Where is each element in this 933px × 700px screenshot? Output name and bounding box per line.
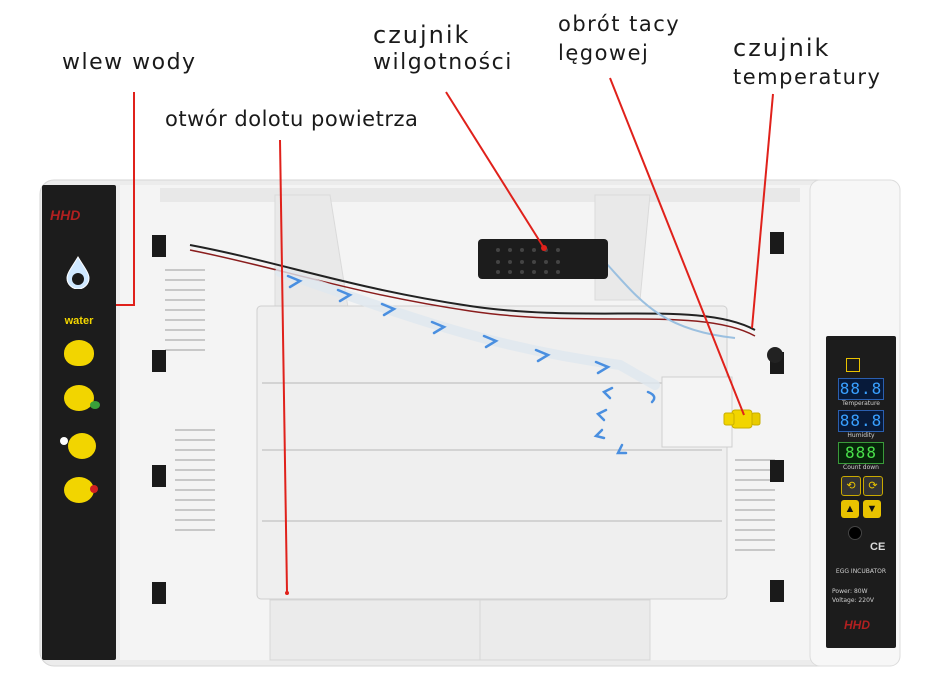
humidity-sensor-label-line1: czujnik [373, 21, 471, 49]
tray-rotation-knob [723, 409, 761, 429]
countdown-display: 888 [838, 442, 884, 464]
temperature-sensor-label-line1: czujnik [733, 34, 831, 62]
temperature-sensor-tip [767, 347, 783, 363]
countdown-label: Count down [843, 464, 879, 471]
set-button[interactable]: ⟲ [841, 476, 861, 496]
water-inlet-label: wlew wody [62, 50, 197, 75]
air-inlet-label: otwór dolotu powietrza [165, 107, 419, 131]
humidity-sensor-holes [496, 248, 560, 274]
water-drop-icon [64, 255, 92, 290]
left-vents [165, 269, 215, 531]
temperature-label: Temperature [841, 400, 880, 407]
temperature-sensor-label-line2: temperatury [733, 65, 882, 89]
power-spec: Power: 80W [832, 588, 868, 595]
left-brand-logo: HHD [50, 207, 81, 223]
chick-ball-icon [60, 433, 96, 459]
chick-leaf-icon [64, 385, 100, 411]
ce-mark: CE [870, 541, 886, 553]
right-brand-logo: HHD [844, 618, 870, 632]
down-button[interactable]: ▼ [863, 500, 881, 518]
tray-notch [661, 376, 733, 448]
arrow-down-icon: ▼ [866, 503, 878, 515]
turn-button[interactable]: ⟳ [863, 476, 883, 496]
tray-rotation-pointer [609, 77, 745, 416]
arrow-up-icon: ▲ [844, 503, 856, 515]
voltage-spec: Voltage: 220V [832, 597, 874, 604]
power-switch[interactable] [848, 526, 862, 540]
tray-rotation-label-line1: obrót tacy [558, 12, 681, 36]
airflow-arrows [286, 274, 656, 455]
humidity-sensor-pointer [445, 91, 545, 249]
air-inlet-pointer [279, 139, 288, 593]
up-button[interactable]: ▲ [841, 500, 859, 518]
humidity-sensor-label-line2: wilgotności [373, 50, 513, 75]
humidity-display: 88.8 [838, 410, 884, 432]
sensor-wire [189, 244, 756, 331]
rotate-icon: ⟳ [868, 480, 878, 492]
tray-rotation-label-line2: lęgowej [558, 41, 650, 65]
water-label: water [64, 315, 94, 327]
left-side-panel: HHD water [42, 185, 116, 660]
chick-red-icon [64, 477, 98, 503]
temperature-sensor-pointer [751, 93, 774, 329]
egg-tray [256, 305, 728, 600]
cycle-icon: ⟲ [846, 480, 856, 492]
temperature-display: 88.8 [838, 378, 884, 400]
product-name: EGG INCUBATOR [835, 568, 887, 575]
chick-hatching-icon [64, 340, 94, 366]
humidity-label: Humidity [847, 432, 875, 439]
control-panel: 88.8 Temperature 88.8 Humidity 888 Count… [826, 336, 896, 648]
right-vents [735, 459, 775, 551]
power-indicator-icon [846, 358, 860, 372]
